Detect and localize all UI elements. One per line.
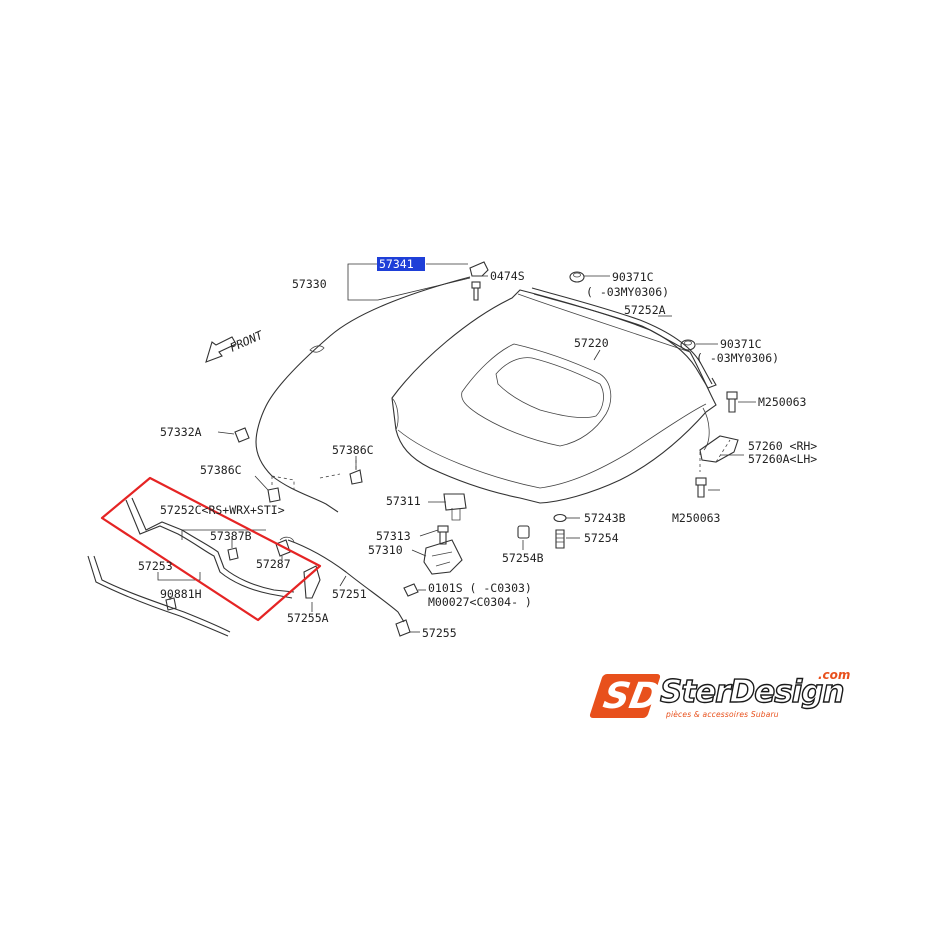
highlight-outline xyxy=(100,476,322,622)
label-57332A: 57332A xyxy=(160,425,202,439)
label-57310: 57310 xyxy=(368,543,403,557)
clip-57387B xyxy=(227,547,239,561)
bolt-0101S xyxy=(403,583,419,597)
bolt-0474S xyxy=(471,281,481,301)
label-90371C-b-note: ( -03MY0306) xyxy=(696,351,779,365)
bolt-57313 xyxy=(437,525,449,545)
bolt-M250063-b xyxy=(695,477,707,498)
label-57386C-a: 57386C xyxy=(200,463,242,477)
logo-domain: .com xyxy=(818,668,851,682)
logo-mark: SD xyxy=(588,674,664,718)
label-90371C-a: 90371C xyxy=(612,270,654,284)
hood-release-cable xyxy=(255,276,471,513)
logo-mark-letters: SD xyxy=(600,676,664,717)
weatherstrip-57252A xyxy=(531,287,717,389)
logo-tagline: pièces & accessoires Subaru xyxy=(666,710,779,719)
bracket-57255A xyxy=(303,565,321,599)
clip-57255 xyxy=(395,619,411,637)
label-57386C-b: 57386C xyxy=(332,443,374,457)
label-57255: 57255 xyxy=(422,626,457,640)
nut-90371C-a xyxy=(569,271,585,283)
label-57341: 57341 xyxy=(379,257,414,271)
label-90371C-b: 90371C xyxy=(720,337,762,351)
label-57260A: 57260A<LH> xyxy=(748,452,817,466)
label-57260: 57260 <RH> xyxy=(748,439,817,453)
label-57251: 57251 xyxy=(332,587,367,601)
leader-lines xyxy=(157,263,756,633)
clip-57341 xyxy=(469,261,489,277)
label-M00027: M00027<C0304- ) xyxy=(428,595,532,609)
label-M250063-b: M250063 xyxy=(672,511,721,525)
label-57254B: 57254B xyxy=(502,551,544,565)
clip-57386C-a xyxy=(267,475,295,503)
label-57313: 57313 xyxy=(376,529,411,543)
sterdesign-logo: SD SterDesign .com pièces & accessoires … xyxy=(588,668,858,744)
label-57243B: 57243B xyxy=(584,511,626,525)
bumper-57254B xyxy=(517,525,530,539)
label-90371C-a-note: ( -03MY0306) xyxy=(586,285,669,299)
label-57253: 57253 xyxy=(138,559,173,573)
seal-57252C xyxy=(125,497,295,599)
part-57287 xyxy=(275,539,291,557)
bolt-M250063-a xyxy=(726,391,738,413)
front-label: FRONT xyxy=(228,327,266,354)
highlight-57341-bg xyxy=(377,257,425,271)
latch-57310 xyxy=(423,539,463,575)
label-0474S: 0474S xyxy=(490,269,525,283)
label-57252A: 57252A xyxy=(624,303,666,317)
label-57387B: 57387B xyxy=(210,529,252,543)
grommet-57332A xyxy=(234,427,250,443)
label-57220: 57220 xyxy=(574,336,609,350)
label-0101S: 0101S ( -C0303) xyxy=(428,581,532,595)
label-57287: 57287 xyxy=(256,557,291,571)
lower-cable-57251 xyxy=(279,536,405,623)
label-57255A: 57255A xyxy=(287,611,329,625)
hood-panel xyxy=(391,289,717,504)
nut-90371C-b xyxy=(680,339,696,351)
label-57252C: 57252C<RS+WRX+STI> xyxy=(160,503,285,517)
strip-57253 xyxy=(87,555,231,637)
label-90881H: 90881H xyxy=(160,587,202,601)
label-57330: 57330 xyxy=(292,277,327,291)
hinge-57260 xyxy=(699,435,739,472)
striker-57311 xyxy=(443,493,467,521)
label-57254: 57254 xyxy=(584,531,619,545)
label-M250063-a: M250063 xyxy=(758,395,807,409)
clip-90881H xyxy=(165,597,177,611)
logo-name: SterDesign xyxy=(659,673,845,710)
washer-57243B xyxy=(553,513,567,523)
front-arrow-icon xyxy=(205,336,237,363)
label-57311: 57311 xyxy=(386,494,421,508)
stopper-57254 xyxy=(555,529,565,549)
